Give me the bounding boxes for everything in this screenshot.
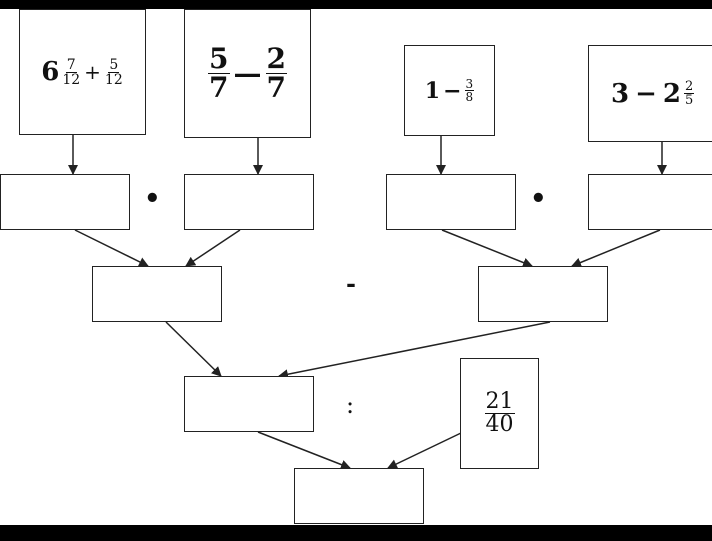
arrow-r4-to-p2 (571, 229, 661, 268)
e1-fraction-2: 5 12 (104, 56, 123, 88)
expression-box-1: 6 7 12 + 5 12 (19, 9, 146, 135)
answer-box-r3-1[interactable] (92, 266, 222, 322)
e3-fraction: 3 8 (464, 77, 475, 104)
e4-whole-2: 2 (662, 78, 681, 109)
answer-box-r2-4[interactable] (588, 174, 712, 230)
e2-minus: — (233, 57, 262, 90)
divide-operator: : (346, 391, 355, 419)
arrow-p1-to-d (165, 321, 222, 377)
expression-box-3: 1 − 3 8 (404, 45, 495, 136)
arrow-r3-to-p2 (441, 229, 533, 268)
given-fraction: 21 40 (484, 389, 515, 437)
multiply-operator-left: • (144, 184, 161, 214)
given-value-box: 21 40 (460, 358, 539, 469)
final-answer-box[interactable] (294, 468, 424, 524)
arrow-r2-to-p1 (185, 229, 241, 267)
answer-box-r2-1[interactable] (0, 174, 130, 230)
e1-fraction-1: 7 12 (62, 56, 81, 88)
expression-box-4: 3 − 2 2 5 (588, 45, 712, 142)
arrow-p2-to-d (278, 321, 551, 380)
e4-whole-1: 3 (611, 78, 630, 109)
connector-layer (68, 135, 667, 470)
arrow-d-to-final (257, 431, 351, 470)
e1-plus: + (84, 60, 101, 84)
e3-minus: − (443, 77, 462, 104)
expression-box-2: 5 7 — 2 7 (184, 9, 311, 138)
e2-fraction-1: 5 7 (208, 42, 230, 104)
e4-minus: − (635, 78, 657, 109)
diagram-canvas: 6 7 12 + 5 12 5 7 — 2 7 1 (0, 9, 712, 525)
e3-whole: 1 (424, 77, 441, 104)
e2-fraction-2: 2 7 (265, 42, 287, 104)
answer-box-r2-2[interactable] (184, 174, 314, 230)
subtract-operator: - (346, 269, 356, 298)
e1-whole: 6 (41, 57, 60, 87)
arrow-given-to-final (387, 432, 462, 469)
arrow-r1-to-p1 (74, 229, 149, 267)
e4-fraction: 2 5 (683, 79, 695, 108)
answer-box-r2-3[interactable] (386, 174, 516, 230)
multiply-operator-right: • (530, 184, 547, 214)
answer-box-r4-1[interactable] (184, 376, 314, 432)
answer-box-r3-2[interactable] (478, 266, 608, 322)
